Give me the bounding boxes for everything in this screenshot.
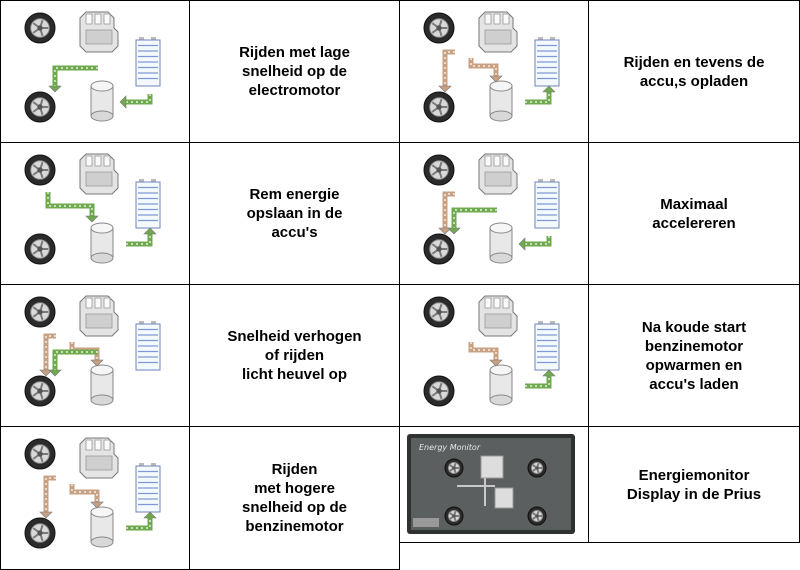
mode-3-text: Rem energie opslaan in de accu's [246,186,343,241]
mode-4-diagram [423,153,560,265]
flow-engine-to-wheel [43,475,56,512]
battery-icon [135,463,161,513]
flow-wheel-to-motor [45,192,95,216]
flow-motor-to-battery [126,234,153,247]
mode-7-text: Rijden met hogere snelheid op de benzine… [241,461,347,535]
wheel-icon [24,517,56,549]
wheel-icon [423,12,455,44]
engine-icon [478,295,518,337]
wheel-icon [24,233,56,265]
wheel-icon [24,296,56,328]
engine-icon [480,455,504,479]
wheel-icon [24,438,56,470]
flow-motor-to-wheel [52,65,98,86]
flow-engine-to-wheel [442,49,455,86]
battery-icon [534,321,560,371]
mode-7-diagram [24,437,161,549]
mode-5-text: Snelheid verhogen of rijden licht heuvel… [227,328,362,383]
flow-battery-to-motor [126,94,153,105]
mode-8-label: Energiemonitor Display in de Prius [588,426,800,543]
flow-motor-to-battery [525,376,552,389]
mode-7-label: Rijden met hogere snelheid op de benzine… [189,426,400,570]
wheel-icon [444,458,464,478]
electric-motor-icon [90,222,114,264]
flow-engine-to-motor [468,342,499,360]
mode-2-diagram [423,11,560,123]
wheel-icon [423,154,455,186]
mode-1-text: Rijden met lage snelheid op de electromo… [239,44,350,99]
engine-icon [79,437,119,479]
mode-5-label: Snelheid verhogen of rijden licht heuvel… [189,284,400,427]
engine-icon [79,295,119,337]
battery-icon [135,321,161,371]
mode-3-diagram [24,153,161,265]
wheel-icon [24,91,56,123]
mode-4-text: Maximaal accelereren [652,195,736,232]
battery-icon [494,487,514,509]
battery-icon [534,37,560,87]
wheel-icon [24,154,56,186]
wheel-icon [24,375,56,407]
flow-battery-to-motor [525,236,552,247]
flow-motor-to-wheel [451,207,497,228]
engine-icon [478,11,518,53]
battery-icon [534,179,560,229]
electric-motor-icon [489,222,513,264]
mode-2-label: Rijden en tevens de accu,s opladen [588,0,800,143]
electric-motor-icon [489,80,513,122]
electric-motor-icon [90,506,114,548]
wheel-icon [444,506,464,526]
electric-motor-icon [90,80,114,122]
energy-monitor-title: Energy Monitor [419,443,481,452]
mode-8-diagram: Energy Monitor [407,434,575,534]
mode-8-text: Energiemonitor Display in de Prius [626,466,762,503]
mode-6-label: Na koude start benzinemotor opwarmen en … [588,284,800,427]
electric-motor-icon [489,364,513,406]
flow-engine-to-motor [468,58,499,76]
flow-motor-to-battery [525,92,552,105]
wheel-icon [423,375,455,407]
wheel-icon [527,506,547,526]
monitor-button [413,518,439,527]
wheel-icon [24,12,56,44]
flow-engine-to-motor [69,484,100,502]
battery-icon [135,179,161,229]
engine-icon [79,153,119,195]
engine-icon [478,153,518,195]
engine-icon [79,11,119,53]
wheel-icon [423,91,455,123]
flow-motor-to-wheel [52,349,98,370]
mode-6-text: Na koude start benzinemotor opwarmen en … [641,318,747,393]
mode-5-diagram [24,295,161,407]
flow-motor-to-battery [126,518,153,531]
mode-1-diagram [24,11,161,123]
wheel-icon [423,296,455,328]
electric-motor-icon [90,364,114,406]
wheel-icon [423,233,455,265]
wheel-icon [527,458,547,478]
mode-6-diagram [423,295,560,407]
mode-2-text: Rijden en tevens de accu,s opladen [623,53,765,90]
mode-4-label: Maximaal accelereren [588,142,800,285]
mode-1-label: Rijden met lage snelheid op de electromo… [189,0,400,143]
battery-icon [135,37,161,87]
